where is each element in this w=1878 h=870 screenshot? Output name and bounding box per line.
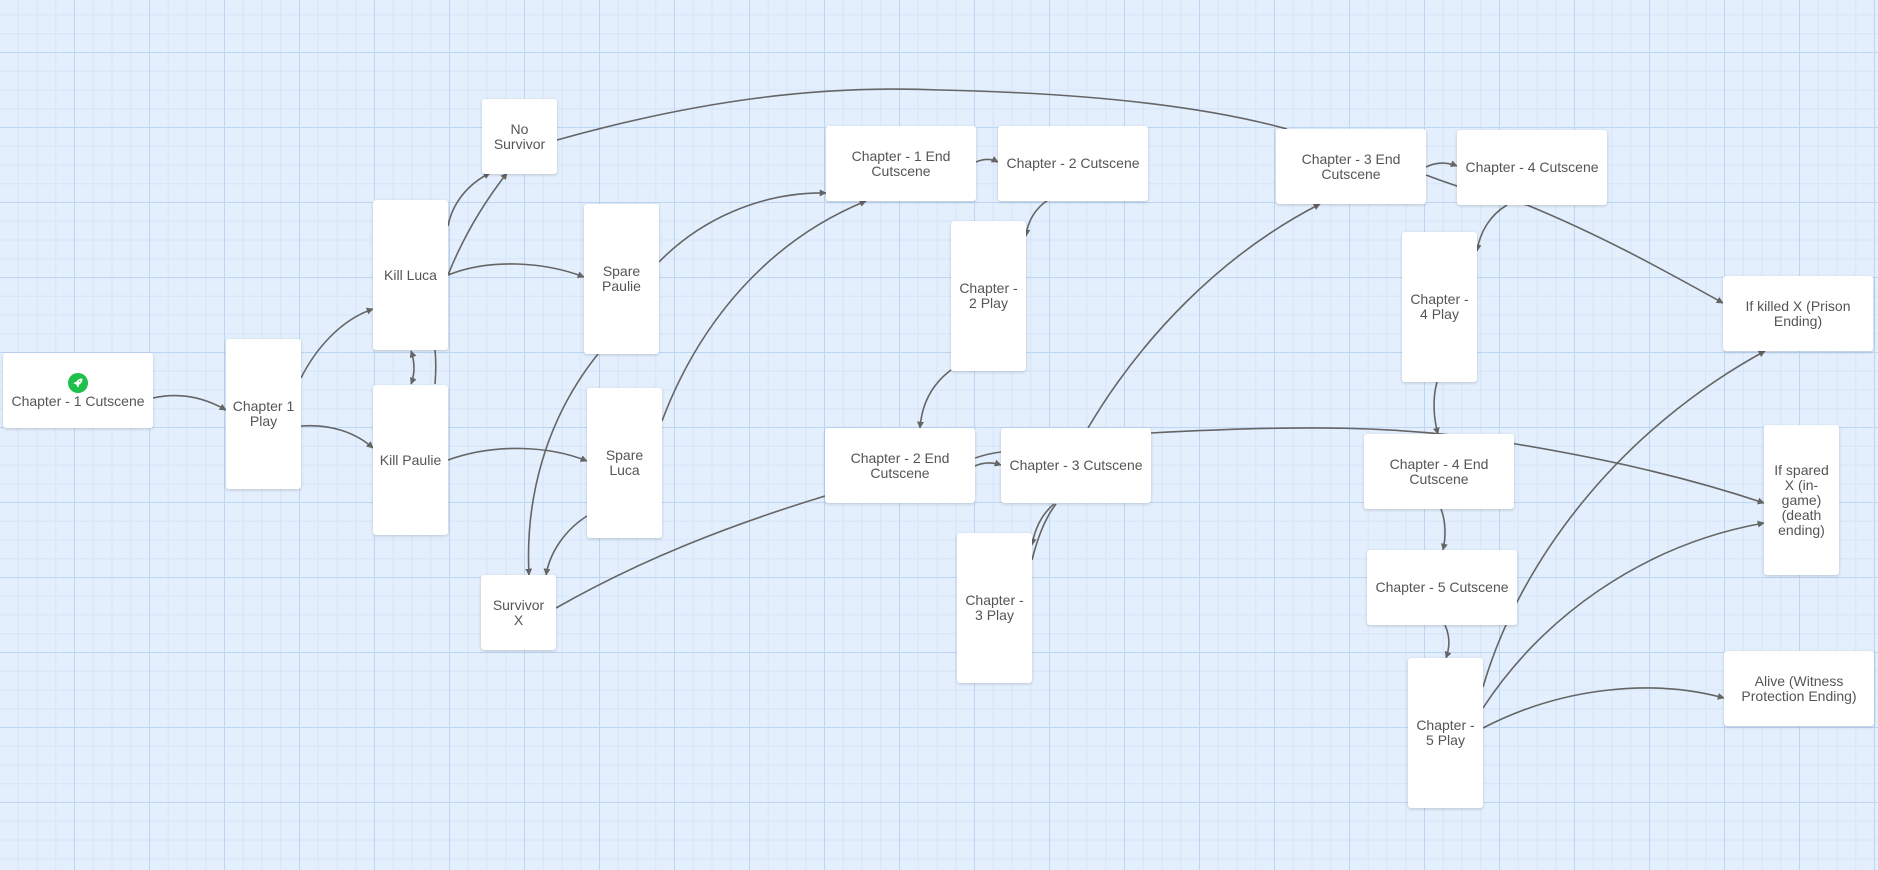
edge-killluca-killpaulie-bidir[interactable] bbox=[409, 350, 417, 385]
node-label: Chapter - 1 End Cutscene bbox=[851, 147, 951, 179]
edge-ch2play-ch2end[interactable] bbox=[916, 369, 952, 429]
node-label: Kill Paulie bbox=[379, 451, 442, 468]
node-spare-luca[interactable]: Spare Luca bbox=[587, 388, 662, 538]
edge-ch4cut-ch4play[interactable] bbox=[1474, 204, 1508, 252]
node-ch3-end-cutscene[interactable]: Chapter - 3 End Cutscene bbox=[1276, 129, 1426, 204]
edge-killluca-nosurvivor-1[interactable] bbox=[447, 172, 491, 227]
edge-ch5play-alive[interactable] bbox=[1482, 687, 1725, 729]
node-label: Chapter - 2 End Cutscene bbox=[850, 449, 950, 481]
node-ch5-cutscene[interactable]: Chapter - 5 Cutscene bbox=[1367, 550, 1517, 625]
edge-ch1cut-ch1play[interactable] bbox=[152, 394, 227, 411]
node-label: Chapter - 3 End Cutscene bbox=[1301, 150, 1401, 182]
node-label: If killed X (Prison Ending) bbox=[1745, 297, 1851, 329]
node-label: Survivor X bbox=[492, 596, 545, 628]
node-label: Alive (Witness Protection Ending) bbox=[1741, 672, 1857, 704]
edge-spareluca-ch1end[interactable] bbox=[661, 200, 867, 422]
node-kill-luca[interactable]: Kill Luca bbox=[373, 200, 448, 350]
edge-sparepaulie-ch1end[interactable] bbox=[658, 189, 827, 263]
node-ch4-play[interactable]: Chapter - 4 Play bbox=[1402, 232, 1477, 382]
edge-ch5cut-ch5play[interactable] bbox=[1444, 624, 1452, 659]
edge-ch2cut-ch2play[interactable] bbox=[1023, 199, 1049, 237]
node-ch1-play[interactable]: Chapter 1 Play bbox=[226, 339, 301, 489]
edge-ch3end-ch4cut[interactable] bbox=[1425, 160, 1458, 168]
node-no-survivor[interactable]: No Survivor bbox=[482, 99, 557, 174]
node-ending-alive[interactable]: Alive (Witness Protection Ending) bbox=[1724, 651, 1874, 726]
node-ch1-cutscene[interactable]: Chapter - 1 Cutscene bbox=[3, 353, 153, 428]
edge-ch1end-ch2cut[interactable] bbox=[975, 156, 999, 163]
node-ch4-cutscene[interactable]: Chapter - 4 Cutscene bbox=[1457, 130, 1607, 205]
edge-ch2end-sparedx-stub[interactable] bbox=[974, 451, 1002, 459]
node-ch3-cutscene[interactable]: Chapter - 3 Cutscene bbox=[1001, 428, 1151, 503]
node-label: If spared X (in-game) (death ending) bbox=[1774, 461, 1829, 538]
node-label: Chapter - 2 Play bbox=[959, 280, 1018, 311]
node-ch5-play[interactable]: Chapter - 5 Play bbox=[1408, 658, 1483, 808]
node-label: Chapter - 1 Cutscene bbox=[11, 392, 145, 409]
node-survivor-x[interactable]: Survivor X bbox=[481, 575, 556, 650]
edge-ch5play-killedx[interactable] bbox=[1482, 350, 1766, 688]
edge-spareluca-survivorx[interactable] bbox=[543, 515, 588, 576]
rocket-icon bbox=[68, 372, 88, 393]
node-ch2-cutscene[interactable]: Chapter - 2 Cutscene bbox=[998, 126, 1148, 201]
edge-ch1play-killpaulie[interactable] bbox=[300, 424, 374, 449]
node-label: Chapter - 3 Play bbox=[965, 592, 1024, 623]
edge-ch2end-ch3cut[interactable] bbox=[974, 459, 1002, 467]
node-ch3-play[interactable]: Chapter - 3 Play bbox=[957, 533, 1032, 683]
node-ch2-play[interactable]: Chapter - 2 Play bbox=[951, 221, 1026, 371]
node-label: Chapter - 5 Play bbox=[1416, 717, 1475, 748]
edge-killluca-sparepaulie[interactable] bbox=[447, 263, 585, 279]
edge-ch3cut-ch3play[interactable] bbox=[1029, 503, 1055, 546]
node-label: Spare Paulie bbox=[602, 263, 641, 294]
node-ending-spared-x[interactable]: If spared X (in-game) (death ending) bbox=[1764, 425, 1839, 575]
node-ch2-end-cutscene[interactable]: Chapter - 2 End Cutscene bbox=[825, 428, 975, 503]
node-label: Chapter - 4 Play bbox=[1410, 291, 1469, 322]
node-label: Chapter - 4 Cutscene bbox=[1465, 159, 1599, 175]
node-label: Chapter - 2 Cutscene bbox=[1006, 155, 1140, 171]
node-ending-killed-x[interactable]: If killed X (Prison Ending) bbox=[1723, 276, 1873, 351]
node-ch4-end-cutscene[interactable]: Chapter - 4 End Cutscene bbox=[1364, 434, 1514, 509]
node-label: Spare Luca bbox=[605, 447, 644, 478]
node-kill-paulie[interactable]: Kill Paulie bbox=[373, 385, 448, 535]
node-label: Chapter - 3 Cutscene bbox=[1009, 457, 1143, 473]
edge-ch4play-ch4end[interactable] bbox=[1432, 381, 1440, 435]
node-label: Chapter 1 Play bbox=[232, 398, 295, 429]
node-ch1-end-cutscene[interactable]: Chapter - 1 End Cutscene bbox=[826, 126, 976, 201]
node-label: No Survivor bbox=[493, 120, 546, 152]
node-label: Chapter - 5 Cutscene bbox=[1375, 579, 1509, 595]
edge-killpaulie-spareluca[interactable] bbox=[447, 447, 588, 462]
node-spare-paulie[interactable]: Spare Paulie bbox=[584, 204, 659, 354]
edge-killluca-nosurvivor-2[interactable] bbox=[447, 172, 508, 276]
edge-ch4end-ch5cut[interactable] bbox=[1440, 508, 1448, 551]
edge-ch3cut-ch3end[interactable] bbox=[1087, 203, 1321, 429]
node-label: Chapter - 4 End Cutscene bbox=[1389, 455, 1489, 487]
edge-ch3play-ch3cut[interactable] bbox=[1031, 503, 1057, 561]
edge-ch5play-sparedx[interactable] bbox=[1482, 520, 1765, 709]
edge-ch1play-killluca[interactable] bbox=[300, 307, 374, 379]
node-label: Kill Luca bbox=[384, 266, 437, 283]
edge-killpaulie-killluca[interactable] bbox=[434, 349, 437, 385]
